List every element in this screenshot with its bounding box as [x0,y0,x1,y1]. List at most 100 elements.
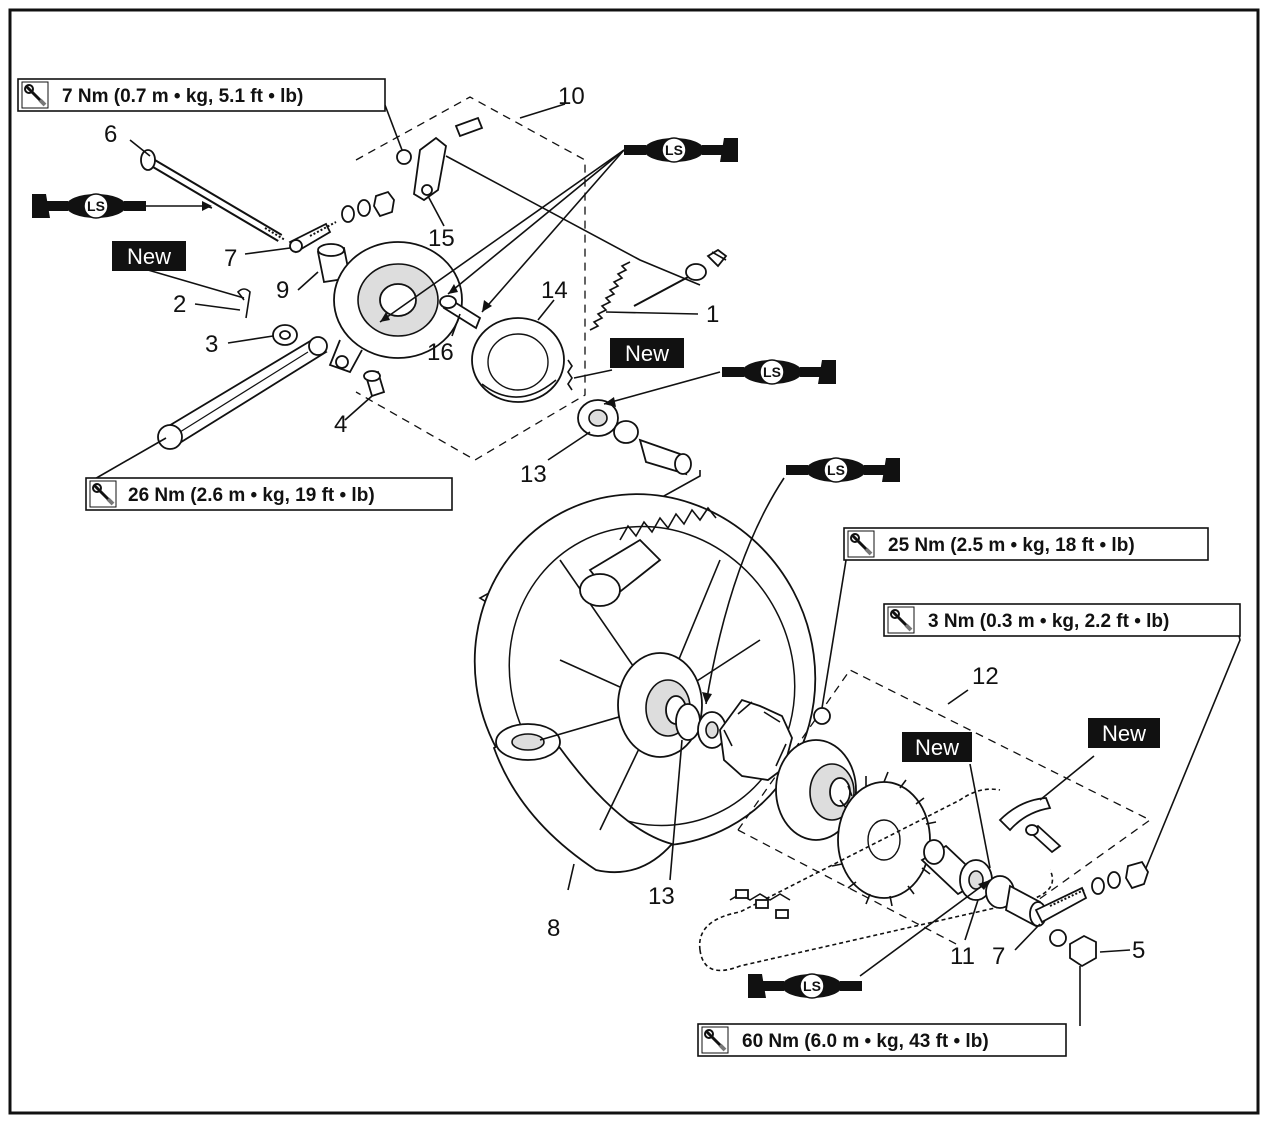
washer-part [1091,877,1105,895]
leader-6 [129,139,151,157]
leader-8 [567,863,575,891]
leader-new-spring [573,369,613,379]
torque-spec-26nm: 26 Nm (2.6 m • kg, 19 ft • lb) [85,477,453,511]
clutch-hub-part [775,707,857,841]
ls-arrow-bearing-11 [859,879,991,977]
rear-sprocket-part [831,771,939,907]
leader-torque-26 [85,437,167,485]
svg-text:New: New [1102,721,1146,746]
bolt-part [1025,824,1062,854]
svg-text:7 Nm (0.7 m • kg, 5.1 ft • lb): 7 Nm (0.7 m • kg, 5.1 ft • lb) [62,86,303,107]
ls-label-bearing: LS [763,364,781,380]
ls-label-hub: LS [827,462,845,478]
bolt-4-part [363,370,386,398]
torque-wrench-icon [88,479,118,509]
svg-text:LS: LS [87,198,105,214]
torque-spec-3nm: 3 Nm (0.3 m • kg, 2.2 ft • lb) [883,603,1241,637]
ls-arrow-bearing [603,371,721,405]
washer-part [341,205,355,223]
part-number-12: 12 [972,663,999,690]
drive-chain-part [698,788,1054,972]
svg-text:New: New [915,735,959,760]
leader-torque-25 [821,547,849,709]
camshaft-lever-part [396,116,484,202]
ls-grease-badge-axle: LS [31,193,147,219]
leader-2 [194,303,241,311]
ls-arrow-cam-2 [447,149,625,295]
torque-wrench-icon [846,529,876,559]
part-number-10: 10 [558,83,585,110]
torque-wrench-icon [20,80,50,110]
leader-3 [227,335,274,344]
washer-part [1049,929,1067,947]
ls-arrow-hub [705,477,785,705]
new-badge-lock-plate: New [1088,718,1160,748]
rear-axle-part [140,149,286,242]
ls-label-cam: LS [665,142,683,158]
bearing-13-lower-part [697,711,727,749]
part-number-4: 4 [334,411,347,438]
brake-rod-part [589,248,728,331]
return-spring-part [567,359,573,391]
brake-shoe-plate-part [328,241,463,374]
leader-11 [964,899,979,941]
leader-new-lockplate [1039,755,1095,801]
part-number-5: 5 [1132,937,1145,964]
leader-5 [1099,949,1131,953]
part-number-13-upper: 13 [520,461,547,488]
new-badge-spring: New [610,338,684,368]
part-number-9: 9 [276,277,289,304]
ls-arrow-cam-3 [481,149,625,313]
leader-new-2 [147,269,245,299]
lever-link-line [445,155,701,286]
torque-wrench-icon [886,605,916,635]
part-number-6: 6 [104,121,117,148]
part-number-7-upper: 7 [224,245,237,272]
svg-text:60 Nm (6.0 m • kg, 43 ft • lb): 60 Nm (6.0 m • kg, 43 ft • lb) [742,1031,989,1052]
svg-text:25 Nm (2.5 m • kg, 18 ft • lb): 25 Nm (2.5 m • kg, 18 ft • lb) [888,535,1135,556]
part-number-3: 3 [205,331,218,358]
tension-bar-part [157,336,328,450]
part-number-15: 15 [428,225,455,252]
new-badge-cotter-pin: New [112,241,186,271]
page-frame [8,8,1260,1115]
svg-text:3 Nm (0.3 m • kg, 2.2 ft • lb): 3 Nm (0.3 m • kg, 2.2 ft • lb) [928,611,1169,632]
svg-text:LS: LS [803,978,821,994]
axle-nut-5-part [1069,934,1097,968]
part-number-11: 11 [950,943,975,970]
leader-new-bearing [969,763,991,869]
svg-text:New: New [127,244,171,269]
washer-part [357,199,371,217]
leader-13a [547,431,591,461]
leader-13b [669,739,683,881]
svg-text:26 Nm (2.6 m • kg, 19 ft • lb): 26 Nm (2.6 m • kg, 19 ft • lb) [128,485,375,506]
nut-part [1125,860,1149,890]
chain-adjuster-part [288,221,337,254]
leader-7a [244,247,291,255]
ls-arrow-cam-1 [379,149,625,323]
leader-14 [537,299,555,321]
torque-spec-7nm: 7 Nm (0.7 m • kg, 5.1 ft • lb) [17,78,386,112]
nut-part [373,190,395,218]
brake-shoes-part [471,317,565,403]
torque-wrench-icon [700,1025,730,1055]
ls-grease-badge-bearing-11: LS [747,973,863,999]
cotter-pin-part [236,288,251,319]
part-number-7-lower: 7 [992,943,1005,970]
chain-adjuster-right-part [1034,886,1088,924]
svg-text:New: New [625,341,669,366]
leader-1 [605,311,699,315]
part-number-13-lower: 13 [648,883,675,910]
washer-part [1107,871,1121,889]
leader-9 [297,271,319,291]
brake-camshaft-part [439,295,482,330]
leader-15 [427,195,445,227]
torque-spec-25nm: 25 Nm (2.5 m • kg, 18 ft • lb) [843,527,1209,561]
leader-16 [451,313,461,337]
o-ring-part [675,703,701,741]
lock-washer-part [998,797,1052,832]
leader-torque-3 [1145,621,1241,869]
brake-assembly-outline [355,96,586,461]
